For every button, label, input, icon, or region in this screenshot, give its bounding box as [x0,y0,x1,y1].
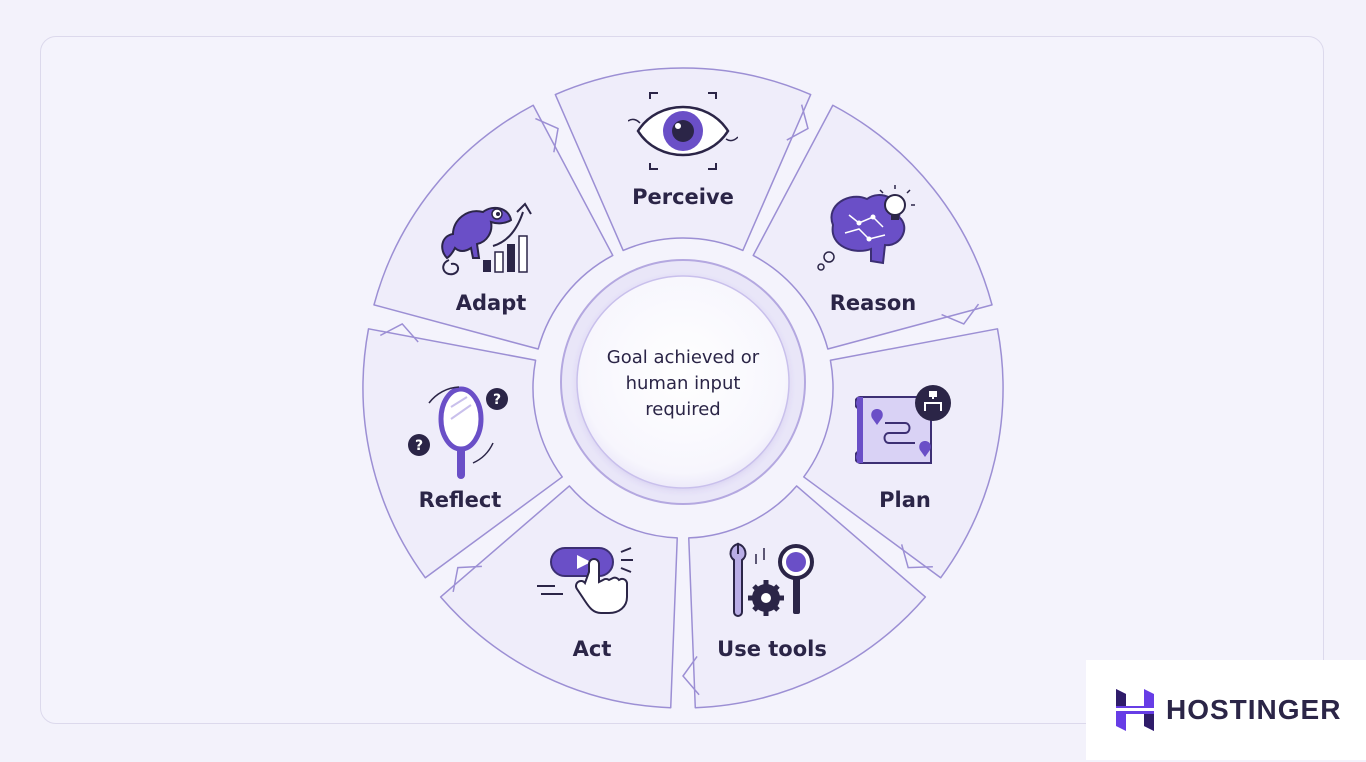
center-circle [576,275,790,489]
brand-logo: HOSTINGER [1086,660,1366,760]
step-label-use-tools: Use tools [717,637,827,661]
brand-name: HOSTINGER [1166,694,1342,725]
flow-arrow [535,117,559,153]
flow-arrow [941,303,980,325]
segment-perceive [554,67,812,252]
segment-use-tools [688,485,927,709]
step-label-reason: Reason [829,291,917,315]
segment-act [439,485,678,709]
svg-text:?: ? [415,438,423,454]
segment-adapt [373,104,614,350]
mirror-question-icon: ? ? [405,383,515,483]
eye-icon [627,91,739,175]
flow-arrow [452,565,482,592]
wrench-magnifier-gear-icon [722,540,822,624]
step-label-plan: Plan [879,488,931,512]
flow-arrow [900,544,933,569]
hand-click-play-button-icon [537,542,647,622]
flow-arrow [786,104,809,141]
step-label-act: Act [572,637,612,661]
map-flowchart-icon [854,383,955,477]
step-label-reflect: Reflect [418,488,502,512]
hostinger-logo-icon [1116,689,1154,731]
chameleon-growth-chart-icon [435,198,545,282]
flow-arrow [682,655,700,696]
step-label-adapt: Adapt [455,291,527,315]
center-goal-text: Goal achieved or human input required [606,347,760,420]
flow-arrow [379,322,419,343]
step-label-perceive: Perceive [632,185,734,209]
brain-lightbulb-icon [815,185,925,279]
svg-text:?: ? [493,392,501,408]
